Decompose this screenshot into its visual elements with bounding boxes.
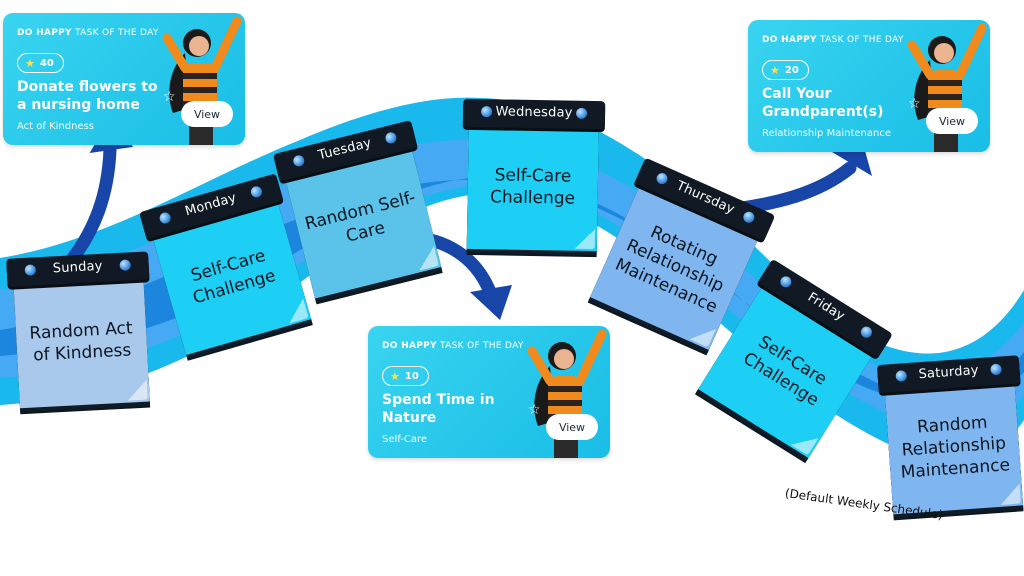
task-title: Call Your Grandparent(s)	[762, 86, 884, 120]
star-icon: ★	[25, 56, 35, 70]
task-card-self-care: ☆ DO HAPPY TASK OF THE DAY ★ 10 Spend Tim…	[368, 326, 610, 458]
points-badge: ★ 20	[762, 60, 809, 80]
view-button[interactable]: View	[926, 108, 978, 134]
header-brand: DO HAPPY	[17, 28, 72, 38]
task-category: Act of Kindness	[17, 121, 95, 132]
day-name: Wednesday	[495, 104, 573, 121]
day-wednesday: Self-Care Challenge Wednesday	[462, 98, 606, 252]
task-category: Relationship Maintenance	[762, 128, 891, 139]
star-icon: ★	[390, 369, 400, 383]
task-card-relationship: ☆ DO HAPPY TASK OF THE DAY ★ 20 Call Your…	[748, 20, 990, 152]
points-badge: ★ 10	[382, 366, 429, 386]
task-card-kindness: ☆ DO HAPPY TASK OF THE DAY ★ 40 Donate fl…	[3, 13, 245, 145]
header-brand: DO HAPPY	[762, 35, 817, 45]
card-header: DO HAPPY TASK OF THE DAY	[17, 28, 159, 38]
page-curl	[126, 379, 148, 401]
page-curl	[574, 228, 596, 250]
points-value: 20	[784, 64, 799, 76]
page-curl	[999, 483, 1021, 505]
view-button[interactable]: View	[181, 101, 233, 127]
header-text: TASK OF THE DAY	[436, 341, 524, 351]
sparkle-icon: ☆	[528, 402, 541, 418]
header-text: TASK OF THE DAY	[816, 35, 904, 45]
view-button[interactable]: View	[546, 414, 598, 440]
header-brand: DO HAPPY	[382, 341, 437, 351]
card-header: DO HAPPY TASK OF THE DAY	[382, 341, 524, 351]
day-sunday: Random Act of Kindness Sunday	[6, 251, 150, 409]
points-value: 10	[404, 370, 419, 382]
points-badge: ★ 40	[17, 53, 64, 73]
task-title: Donate flowers to a nursing home	[17, 79, 158, 113]
points-value: 40	[39, 57, 54, 69]
task-title: Spend Time in Nature	[382, 392, 495, 426]
star-icon: ★	[770, 63, 780, 77]
task-category: Self-Care	[382, 434, 428, 445]
card-header: DO HAPPY TASK OF THE DAY	[762, 35, 904, 45]
sparkle-icon: ☆	[908, 96, 921, 112]
header-text: TASK OF THE DAY	[71, 28, 159, 38]
sparkle-icon: ☆	[163, 89, 176, 105]
day-saturday: Random Relationship Maintenance Saturday	[876, 355, 1024, 515]
